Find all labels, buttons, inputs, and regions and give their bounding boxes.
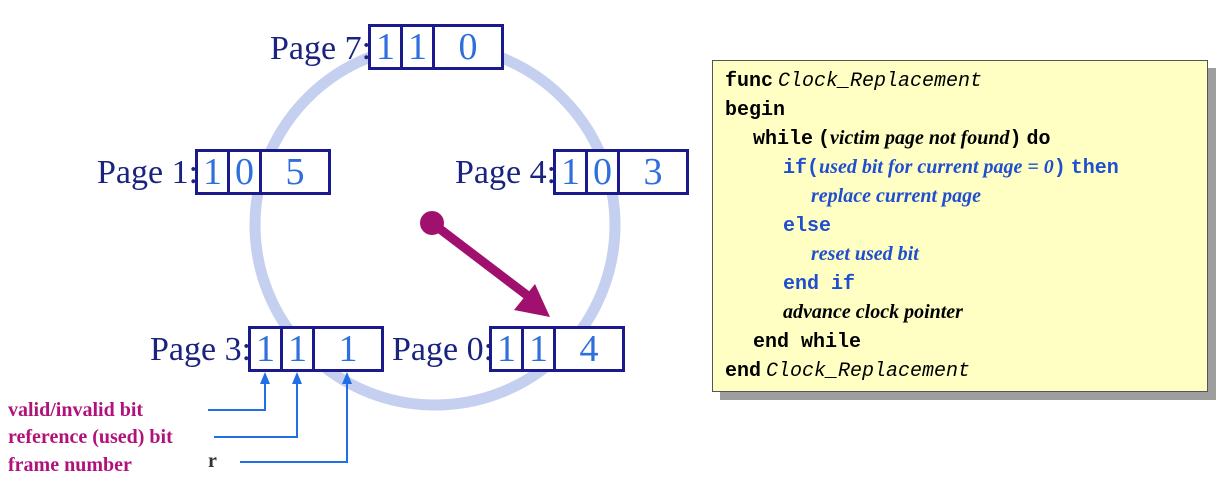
keyword-do: do xyxy=(1026,128,1051,151)
code-line-endwhile: end while xyxy=(753,331,861,353)
used-bit: 0 xyxy=(230,152,262,192)
keyword-end-while: end while xyxy=(753,331,862,354)
arrowhead-up-icon xyxy=(260,372,270,384)
clock-hand-arrowhead-icon xyxy=(514,284,550,317)
function-name: Clock_Replacement xyxy=(766,360,971,383)
valid-bit: 1 xyxy=(371,27,403,67)
while-condition: victim page not found xyxy=(830,127,1010,149)
arrowhead-up-icon xyxy=(292,372,302,384)
clock-hand-shaft xyxy=(427,218,533,301)
page-label: Page 4: xyxy=(455,154,557,191)
keyword-while: while xyxy=(753,128,814,151)
keyword-func: func xyxy=(725,70,774,93)
code-line-func: func Clock_Replacement xyxy=(725,70,982,92)
code-line-end: end Clock_Replacement xyxy=(725,360,970,382)
used-bit: 1 xyxy=(524,329,556,369)
used-bit: 1 xyxy=(403,27,435,67)
if-condition: used bit for current page = 0 xyxy=(819,156,1054,178)
code-line-while: while (victim page not found) do xyxy=(753,128,1051,150)
keyword-begin: begin xyxy=(725,99,786,122)
keyword-if: if xyxy=(783,157,808,180)
clock-hand-pivot xyxy=(420,211,444,235)
legend-arrow-frame xyxy=(240,382,348,463)
replace-statement: replace current page xyxy=(811,185,981,207)
legend-stray-glyph: r xyxy=(208,450,217,472)
page-label: Page 7: xyxy=(270,30,372,67)
frame-number: 1 xyxy=(338,328,358,370)
page-label: Page 0: xyxy=(392,331,494,368)
valid-bit: 1 xyxy=(492,329,524,369)
legend-frame-number: frame number xyxy=(8,454,132,476)
reset-statement: reset used bit xyxy=(811,243,919,265)
frame-number: 5 xyxy=(285,151,305,193)
paren-close: ) xyxy=(1053,157,1066,180)
frame-number: 4 xyxy=(579,328,599,370)
advance-statement: advance clock pointer xyxy=(783,301,963,323)
used-bit: 0 xyxy=(588,152,620,192)
code-line-begin: begin xyxy=(725,99,785,121)
page-table-entry: 1 1 0 xyxy=(368,24,504,70)
paren-close: ) xyxy=(1009,128,1022,151)
code-line-advance: advance clock pointer xyxy=(783,302,963,322)
page-label: Page 3: xyxy=(150,331,252,368)
frame-number: 0 xyxy=(458,26,478,68)
legend-arrows xyxy=(208,382,348,463)
keyword-then: then xyxy=(1070,157,1119,180)
keyword-end-if: end if xyxy=(783,273,856,296)
legend-used-bit: reference (used) bit xyxy=(8,426,173,448)
paren-open: ( xyxy=(818,128,831,151)
legend-arrowheads xyxy=(260,372,352,384)
keyword-end: end xyxy=(725,360,762,383)
valid-bit: 1 xyxy=(556,152,588,192)
code-line-reset: reset used bit xyxy=(811,244,919,264)
legend-arrow-valid xyxy=(208,382,266,411)
clock-hand xyxy=(420,211,550,317)
code-line-replace: replace current page xyxy=(811,186,981,206)
code-line-if: if(used bit for current page = 0) then xyxy=(783,157,1119,179)
keyword-else: else xyxy=(783,215,832,238)
legend-arrow-used xyxy=(214,382,298,438)
page-table-entry: 1 0 5 xyxy=(195,149,331,195)
arrowhead-up-icon xyxy=(342,372,352,384)
page-label: Page 1: xyxy=(97,154,199,191)
code-line-else: else xyxy=(783,215,831,237)
code-line-endif: end if xyxy=(783,273,855,295)
pseudocode-box: func Clock_Replacement begin while (vict… xyxy=(712,60,1208,392)
legend-valid-bit: valid/invalid bit xyxy=(8,399,144,421)
valid-bit: 1 xyxy=(198,152,230,192)
paren-open: ( xyxy=(807,157,820,180)
page-table-entry: 1 1 1 xyxy=(248,326,384,372)
page-table-entry: 1 0 3 xyxy=(553,149,689,195)
used-bit: 1 xyxy=(283,329,315,369)
frame-number: 3 xyxy=(643,151,663,193)
page-table-entry: 1 1 4 xyxy=(489,326,625,372)
valid-bit: 1 xyxy=(251,329,283,369)
function-name: Clock_Replacement xyxy=(778,70,983,93)
